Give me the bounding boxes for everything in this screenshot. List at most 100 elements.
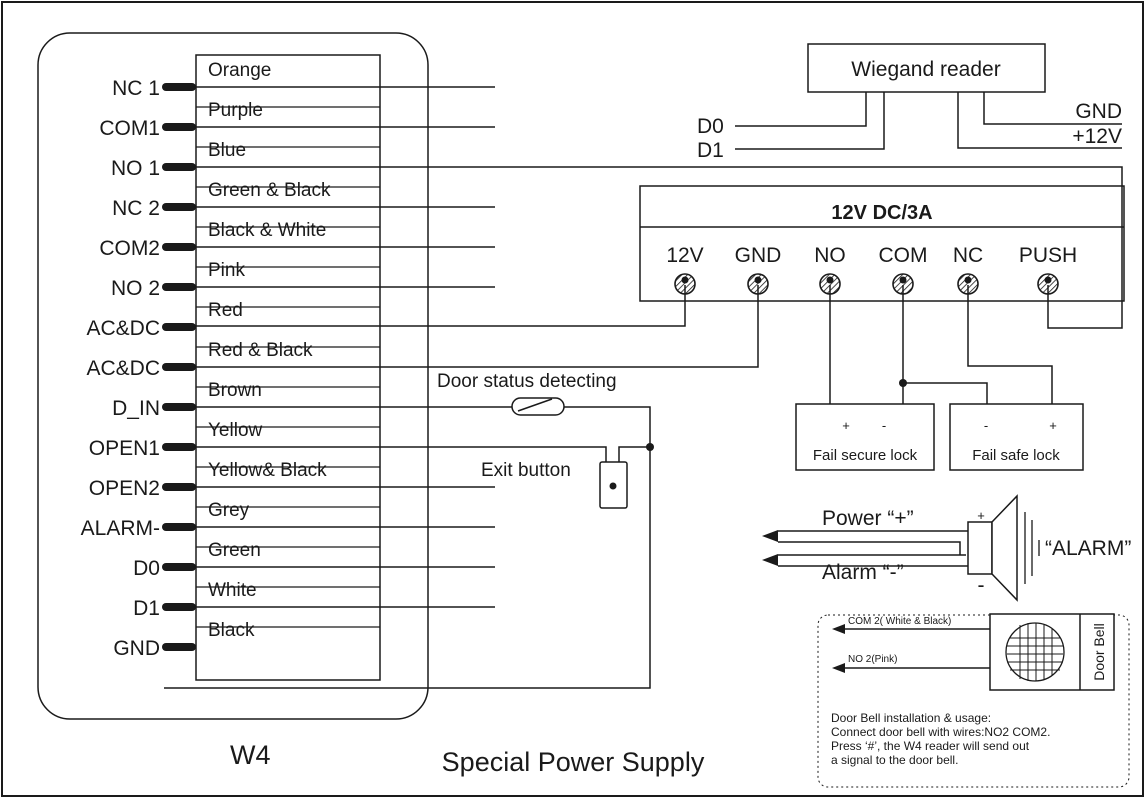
- redblack-to-gnd-wire: [164, 285, 759, 368]
- exit-junction: [646, 443, 654, 451]
- exit-button-dot: [609, 482, 617, 490]
- terminal-label: AC&DC: [86, 357, 160, 380]
- terminal-label: D1: [133, 597, 160, 620]
- ps-terminal-label: PUSH: [1019, 244, 1077, 267]
- terminal-label: COM1: [99, 117, 160, 140]
- terminal-label: AC&DC: [86, 317, 160, 340]
- ps-terminal-label: GND: [735, 244, 782, 267]
- doorbell-note-line: a signal to the door bell.: [831, 753, 958, 767]
- wire-color-label: Brown: [208, 380, 262, 401]
- wiegand-gnd-wire: [983, 92, 1122, 125]
- ps-terminal-label: NC: [953, 244, 983, 267]
- power-supply-caption: Special Power Supply: [442, 747, 705, 777]
- ps-terminal-dot: [681, 276, 689, 284]
- wire-color-label: Red & Black: [208, 340, 313, 361]
- exit-button-label: Exit button: [481, 460, 571, 481]
- fail-secure-lock: [795, 403, 935, 471]
- reader-body: [37, 32, 429, 720]
- reader-name: W4: [230, 740, 271, 770]
- com-junction: [899, 379, 907, 387]
- d-in-gnd-loop-wire: [164, 406, 651, 689]
- red-to-12v-wire: [164, 285, 686, 327]
- terminal-label: OPEN2: [89, 477, 160, 500]
- power-supply-terminals: 12V GND NO COM NC PUSH: [666, 244, 1077, 295]
- wiegand-d1-wire: [735, 92, 885, 150]
- wire-color-label: Green & Black: [208, 180, 331, 201]
- door-status-label: Door status detecting: [437, 371, 617, 392]
- ps-terminal-dot: [964, 276, 972, 284]
- wiegand-d0-label: D0: [697, 115, 724, 138]
- wire-color-label: Pink: [208, 260, 245, 281]
- terminal-label: OPEN1: [89, 437, 160, 460]
- wiegand-12v-label: +12V: [1072, 125, 1122, 148]
- fail-safe-label: Fail safe lock: [972, 447, 1060, 464]
- doorbell-title: Door Bell: [1091, 623, 1107, 681]
- fail-secure-minus: -: [882, 418, 886, 433]
- terminal-label: D0: [133, 557, 160, 580]
- door-sensor-icon: [511, 397, 565, 416]
- ps-terminal-dot: [826, 276, 834, 284]
- wire-color-label: Grey: [208, 500, 250, 521]
- wire-color-label: Black: [208, 620, 255, 641]
- wiegand-reader-title: Wiegand reader: [851, 58, 1000, 81]
- ps-terminal-label: COM: [879, 244, 928, 267]
- doorbell-no2-label: NO 2(Pink): [848, 654, 897, 665]
- fail-secure-label: Fail secure lock: [813, 447, 918, 464]
- terminal-label: D_IN: [112, 397, 160, 420]
- open1-wire: [164, 446, 607, 464]
- wire-color-label: Blue: [208, 140, 246, 161]
- alarm-label: “ALARM”: [1045, 537, 1131, 560]
- wire-color-label: Green: [208, 540, 261, 561]
- fail-safe-plus: +: [1049, 418, 1057, 433]
- fail-safe-lock: [949, 403, 1084, 471]
- alarm-power-label: Power “+”: [822, 507, 914, 530]
- no1-to-push-wire: [164, 166, 1123, 329]
- wire-color-label: Black & White: [208, 220, 326, 241]
- doorbell-com2-arrow: [832, 624, 845, 634]
- terminal-label: ALARM-: [81, 517, 160, 540]
- doorbell-note-line: Connect door bell with wires:NO2 COM2.: [831, 725, 1050, 739]
- ps-terminal-label: 12V: [666, 244, 703, 267]
- ps-terminal-dot: [754, 276, 762, 284]
- siren-horn: [991, 494, 1018, 602]
- terminal-label: GND: [113, 637, 160, 660]
- ps-terminal-dot: [899, 276, 907, 284]
- door-sensor-contact: [517, 398, 553, 412]
- doorbell-note: Door Bell installation & usage:Connect d…: [831, 711, 1050, 767]
- doorbell-note-line: Press ‘#’, the W4 reader will send out: [831, 739, 1030, 753]
- alarm-power-wire-2: [778, 541, 961, 555]
- wire-color-label: Yellow: [208, 420, 263, 441]
- nc-to-fail-safe-wire: [967, 285, 1053, 404]
- wire-color-label: White: [208, 580, 257, 601]
- wire-color-label: Red: [208, 300, 243, 321]
- doorbell-com2-label: COM 2( White & Black): [848, 616, 951, 627]
- fail-secure-plus: +: [842, 418, 850, 433]
- alarm-alarm-label: Alarm “-”: [822, 561, 904, 584]
- doorbell-grille-icon: [1005, 622, 1065, 682]
- terminal-label: NC 2: [112, 197, 160, 220]
- wiegand-reader-box: [807, 43, 1046, 93]
- com-to-fail-safe-wire: [903, 382, 988, 404]
- terminal-label: NO 2: [111, 277, 160, 300]
- exit-button-return-wire: [618, 446, 650, 464]
- siren-minus: -: [978, 574, 985, 597]
- doorbell-no2-arrow: [832, 663, 845, 673]
- wire-color-label: Orange: [208, 60, 271, 81]
- doorbell-note-line: Door Bell installation & usage:: [831, 711, 991, 725]
- terminal-label: COM2: [99, 237, 160, 260]
- doorbell-panel: [817, 614, 1130, 788]
- ps-terminal-label: NO: [814, 244, 846, 267]
- siren-sound-icon: [1024, 512, 1040, 584]
- terminal-pin: [162, 643, 196, 651]
- fail-safe-minus: -: [984, 418, 988, 433]
- terminal-label: NO 1: [111, 157, 160, 180]
- wiegand-gnd-label: GND: [1075, 100, 1122, 123]
- terminal-pin: [162, 323, 196, 331]
- wiegand-d0-wire: [735, 92, 867, 127]
- siren-body: [967, 521, 993, 575]
- wiegand-12v-wire: [957, 92, 1122, 149]
